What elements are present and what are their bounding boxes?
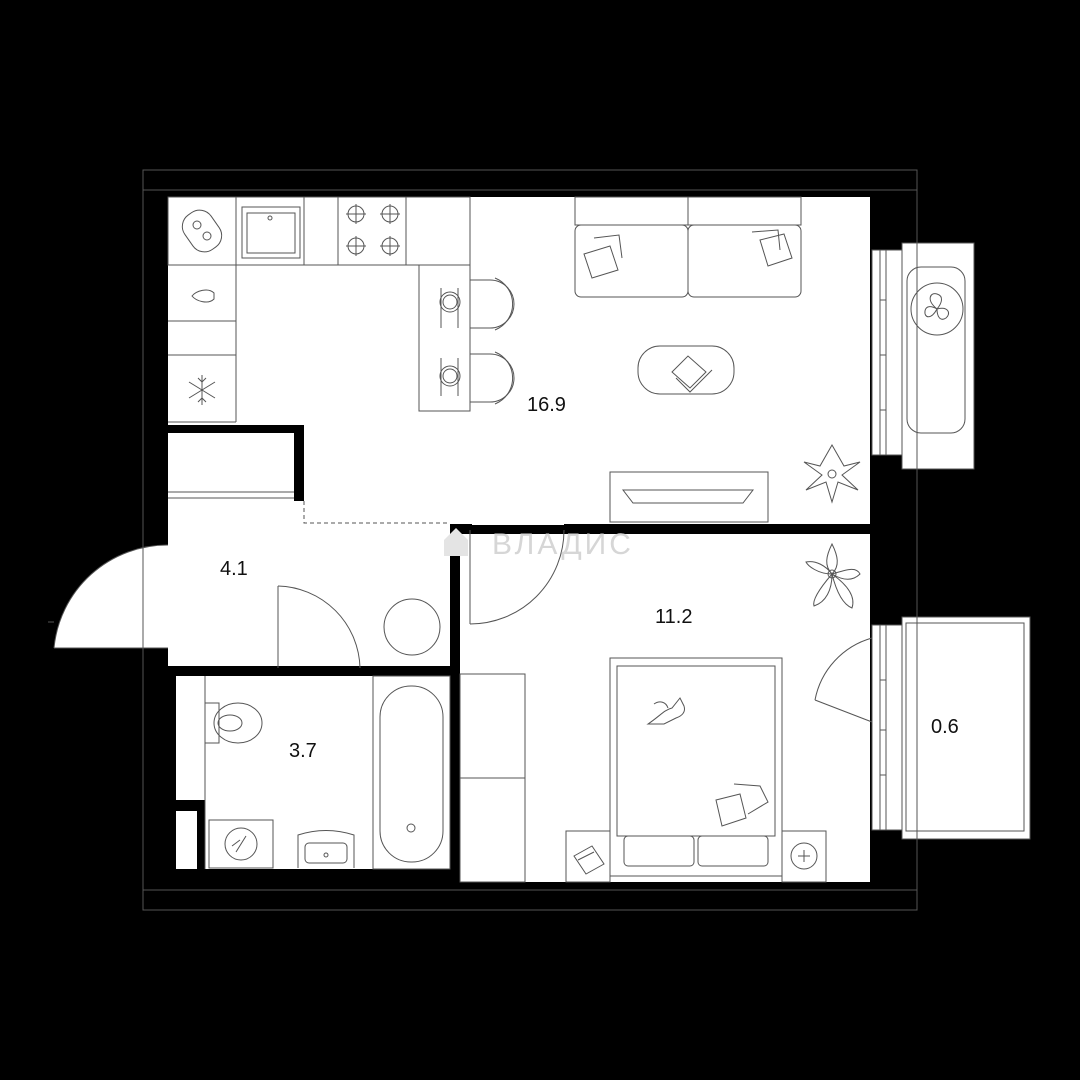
balcony-door-swing xyxy=(814,637,873,701)
walls xyxy=(168,425,870,876)
hall-bedroom-wall xyxy=(450,525,460,675)
plate-icon xyxy=(439,288,461,396)
laptop-icon xyxy=(671,355,713,393)
room-area-living: 16.9 xyxy=(527,394,566,416)
washing-machine xyxy=(906,266,966,434)
flower-icon xyxy=(803,443,861,504)
pillow-icon xyxy=(583,229,793,279)
room-area-balcony: 0.6 xyxy=(931,716,959,738)
cat-icon xyxy=(646,697,685,725)
watermark-text: ВЛАДИС xyxy=(492,528,634,561)
room-area-bathroom: 3.7 xyxy=(289,740,317,762)
tv xyxy=(621,489,755,504)
sink-icon xyxy=(241,206,301,259)
hall-bath-wall-right xyxy=(362,666,460,676)
bed xyxy=(609,657,783,877)
bathroom-niche-floor-2 xyxy=(176,811,197,869)
lightning-icon xyxy=(208,819,274,869)
closet xyxy=(168,491,294,499)
nightstand xyxy=(781,830,827,883)
hall-bath-wall-left xyxy=(168,666,276,676)
closet-wall xyxy=(294,425,304,501)
sofa-seat xyxy=(687,224,802,298)
fan-icon xyxy=(910,282,964,336)
closet-floor xyxy=(168,433,294,498)
loggia-floor xyxy=(902,243,974,469)
nightstand xyxy=(565,830,611,883)
bathroom-niche-floor xyxy=(176,676,206,800)
pillow-icon xyxy=(715,783,769,827)
bathroom xyxy=(204,675,451,870)
loggia-window-floor xyxy=(872,250,902,455)
bathroom-door-swing xyxy=(277,585,361,669)
kitchen xyxy=(167,196,515,423)
dishwasher-icon xyxy=(181,209,223,253)
hall xyxy=(48,529,565,669)
toilet-icon xyxy=(204,702,263,744)
floor-areas xyxy=(54,197,1030,882)
water-drop-icon xyxy=(191,289,215,303)
coffee-table xyxy=(637,345,735,395)
balcony-door-floor xyxy=(872,625,902,830)
room-area-bedroom: 11.2 xyxy=(655,606,692,628)
snowflake-icon xyxy=(188,375,216,405)
closet-top-wall xyxy=(168,425,298,433)
loggia xyxy=(871,242,975,470)
living-room xyxy=(574,196,861,523)
flower-icon xyxy=(805,542,861,609)
entrance-door-swing xyxy=(53,544,169,649)
bathroom-floor xyxy=(205,676,450,869)
bedroom-door-swing xyxy=(469,529,565,625)
bathtub-icon xyxy=(372,675,451,870)
zone-boundary xyxy=(303,501,450,524)
hall-floor xyxy=(168,498,450,666)
tv-unit xyxy=(609,471,769,523)
living-kitchen-floor xyxy=(168,197,870,427)
balcony xyxy=(901,616,1031,840)
bedroom-floor xyxy=(460,534,870,882)
wall-stub xyxy=(450,524,472,534)
burner-icon xyxy=(346,204,400,256)
outer-frame xyxy=(142,169,918,911)
washbasin-icon xyxy=(297,830,355,868)
bath-bedroom-wall xyxy=(450,666,460,876)
chair xyxy=(469,279,515,329)
chair xyxy=(469,353,515,403)
room-area-hall: 4.1 xyxy=(220,558,248,580)
entrance-door-floor xyxy=(54,544,168,648)
watermark: ВЛАДИС xyxy=(444,528,634,561)
balcony-floor xyxy=(902,617,1030,839)
bar-counter xyxy=(418,264,471,412)
living-bedroom-wall xyxy=(564,524,870,534)
round-table xyxy=(383,598,441,656)
